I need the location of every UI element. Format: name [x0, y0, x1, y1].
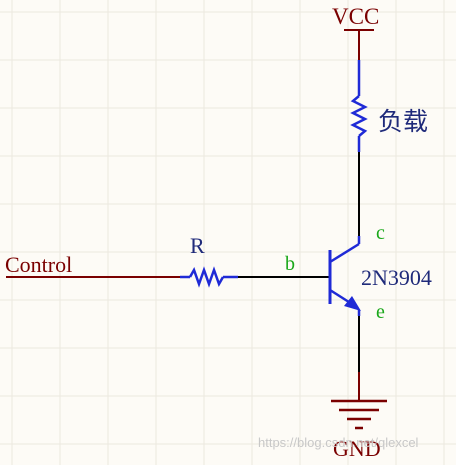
transistor-npn: [328, 236, 361, 316]
transistor-label: 2N3904: [361, 265, 432, 290]
base-resistor: [180, 266, 238, 288]
gnd-label: GND: [333, 436, 381, 461]
gnd-symbol: [331, 372, 387, 430]
base-pin-label: b: [285, 253, 295, 275]
vcc-label: VCC: [332, 4, 379, 29]
watermark: https://blog.csdn.net/qlexcel: [258, 435, 419, 450]
resistor-label: R: [190, 233, 205, 258]
control-label: Control: [5, 252, 72, 277]
load-label: 负载: [378, 108, 428, 136]
vcc-symbol: [344, 29, 374, 60]
collector-pin-label: c: [376, 222, 385, 244]
emitter-pin-label: e: [376, 301, 385, 323]
load-resistor: [350, 60, 368, 152]
